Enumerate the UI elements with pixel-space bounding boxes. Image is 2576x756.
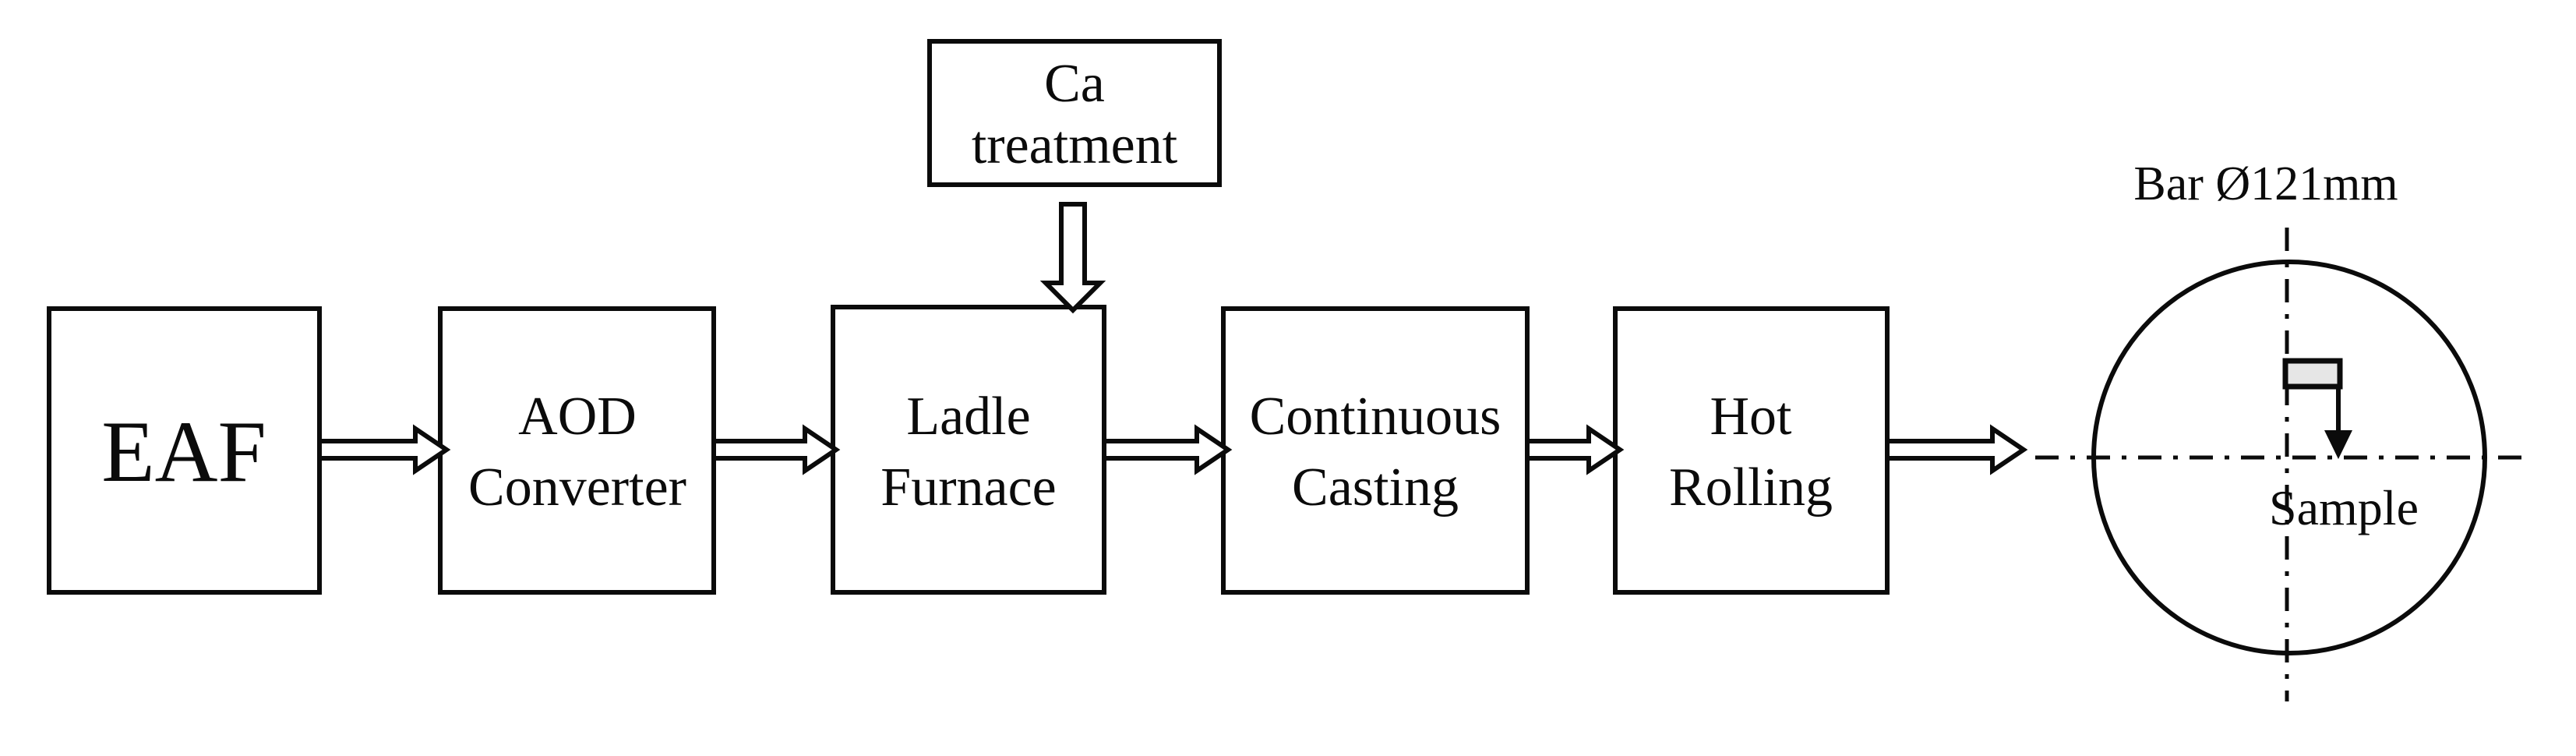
flow-arrows bbox=[317, 202, 2028, 475]
box-hot-rolling bbox=[1613, 306, 1890, 595]
label-ca-line2: treatment bbox=[972, 115, 1178, 175]
arrow-ca-to-ladle bbox=[1039, 202, 1106, 314]
sample-rect bbox=[2282, 358, 2343, 390]
arrow-aod-to-ladle bbox=[711, 424, 841, 475]
label-eaf: EAF bbox=[101, 404, 266, 500]
bar-circle bbox=[2091, 260, 2487, 655]
process-boxes bbox=[47, 39, 1890, 595]
arrow-eaf-to-aod bbox=[317, 424, 451, 475]
label-hr-line1: Hot bbox=[1710, 387, 1793, 447]
box-aod-converter bbox=[438, 306, 716, 595]
label-ladle-line2: Furnace bbox=[880, 457, 1056, 518]
label-aod-line2: Converter bbox=[468, 457, 686, 518]
bar-cross-section: Bar Ø121mm Sample bbox=[2035, 157, 2525, 701]
arrow-cc-to-hr bbox=[1525, 424, 1625, 475]
arrow-ladle-to-cc bbox=[1102, 424, 1233, 475]
label-aod-line1: AOD bbox=[518, 387, 637, 447]
arrow-hr-to-bar bbox=[1885, 424, 2028, 475]
box-ca-treatment bbox=[927, 39, 1222, 187]
process-box-labels: EAF AOD Converter Ladle Furnace Continuo… bbox=[101, 54, 1833, 518]
sample-label: Sample bbox=[2269, 480, 2419, 535]
label-ladle-line1: Ladle bbox=[906, 387, 1030, 447]
label-cc-line1: Continuous bbox=[1250, 387, 1501, 447]
box-ladle-furnace bbox=[831, 305, 1106, 595]
label-cc-line2: Casting bbox=[1292, 457, 1459, 518]
bar-diameter-label: Bar Ø121mm bbox=[2133, 157, 2398, 210]
label-ca-line1: Ca bbox=[1044, 54, 1105, 114]
label-hr-line2: Rolling bbox=[1669, 457, 1833, 518]
sample-pointer-arrowhead-icon bbox=[2324, 430, 2352, 459]
box-eaf bbox=[47, 306, 322, 595]
box-continuous-casting bbox=[1221, 306, 1530, 595]
